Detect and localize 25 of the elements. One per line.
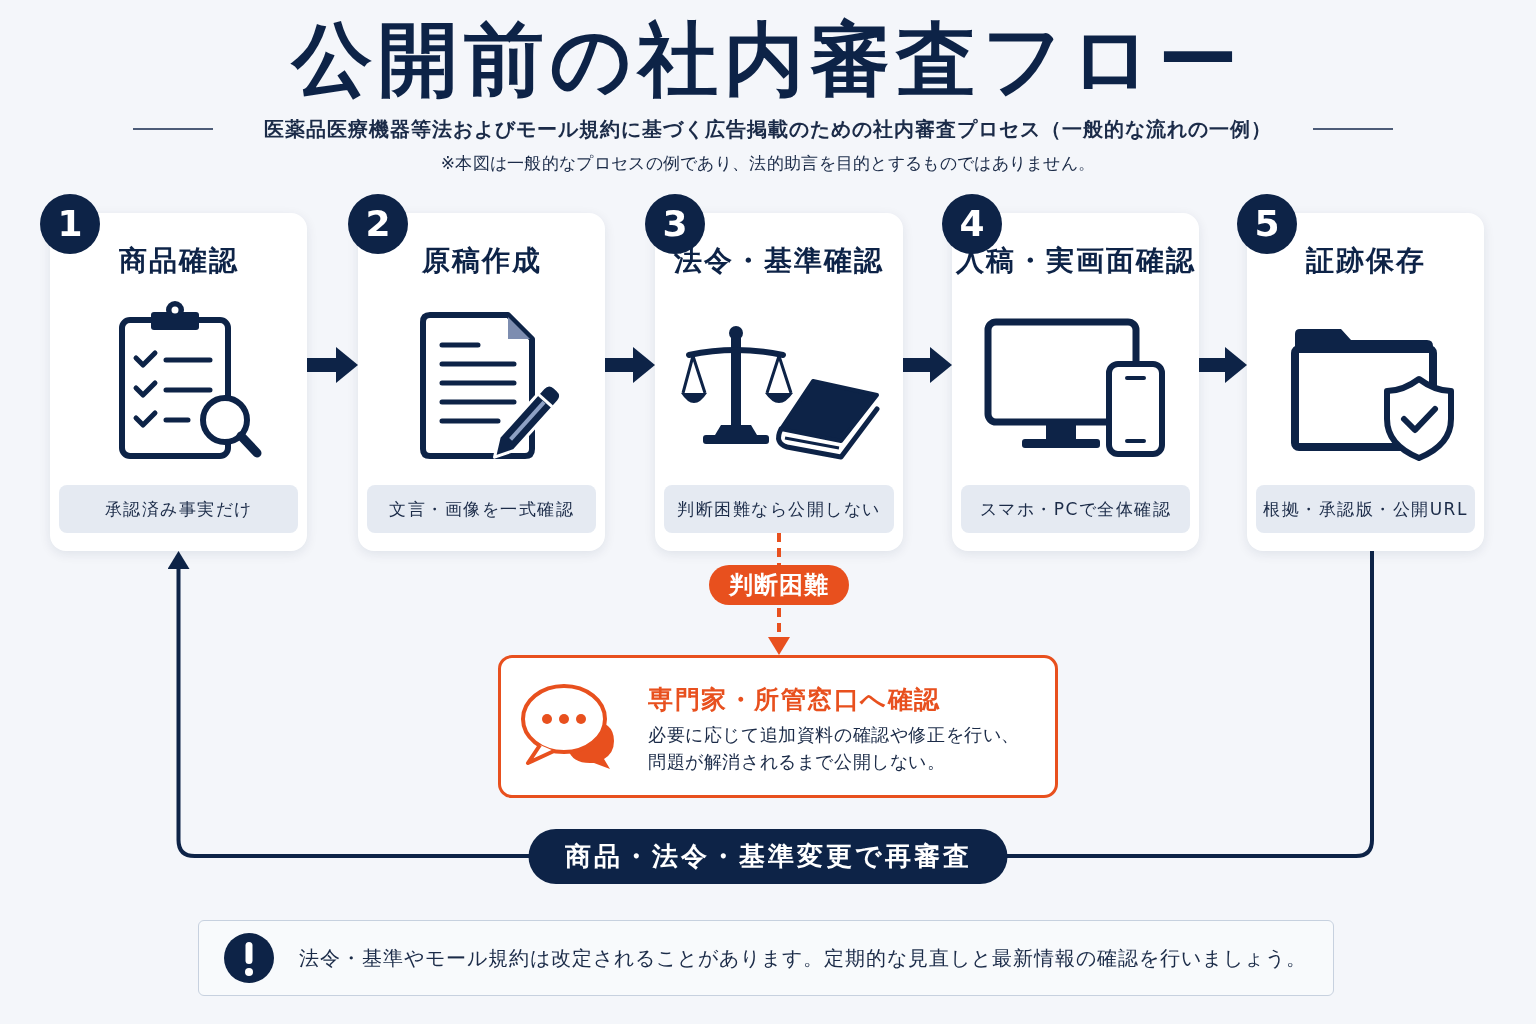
step-title: 証跡保存 — [1305, 243, 1426, 279]
note-box — [198, 920, 1334, 996]
note-text: 法令・基準やモール規約は改定されることがあります。定期的な見直しと最新情報の確認を行いましょう。 — [299, 945, 1307, 972]
callout-text: 必要に応じて追加資料の確認や修正を行い、問題が解消されるまで公開しない。 — [648, 723, 1021, 774]
step-number: 2 — [348, 194, 408, 254]
subtitle: 医薬品医療機器等法およびモール規約に基づく広告掲載のための社内審査プロセス（一般的な流れの一例） — [264, 116, 1272, 143]
summary-tag: スマホ・PCで全体確認 — [961, 485, 1190, 533]
summary-tag: 文言・画像を一式確認 — [367, 485, 596, 533]
summary-tag: 判断困難なら公開しない — [664, 485, 894, 533]
arrow — [307, 347, 358, 383]
arrow — [1199, 347, 1247, 383]
arrow — [903, 347, 952, 383]
edge-label: 商品・法令・基準変更で再審査 — [528, 828, 1008, 884]
callout-title: 専門家・所管窓口へ確認 — [648, 684, 941, 716]
step-number: 1 — [40, 194, 100, 254]
summary-tag: 根拠・承認版・公開URL — [1256, 485, 1475, 533]
step-number: 5 — [1237, 194, 1297, 254]
summary-tag: 承認済み事実だけ — [59, 485, 298, 533]
step-title: 商品確認 — [118, 243, 239, 279]
title: 公開前の社内審査フロー — [292, 12, 1244, 108]
callout-box — [498, 655, 1058, 798]
step-title: 原稿作成 — [421, 243, 542, 279]
edge-label: 判断困難 — [709, 565, 849, 605]
disclaimer-text: ※本図は一般的なプロセスの例であり、法的助言を目的とするものではありません。 — [440, 152, 1096, 175]
arrow — [605, 347, 655, 383]
